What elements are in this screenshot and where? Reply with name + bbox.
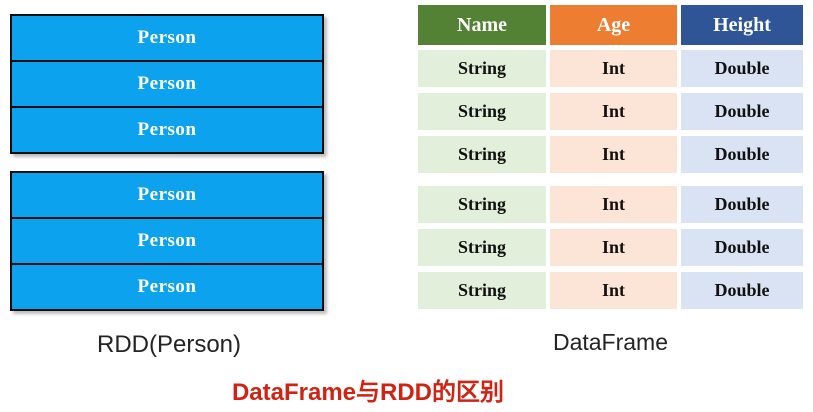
rdd-person-box: Person [10, 217, 324, 265]
cell-name-type: String [418, 229, 546, 266]
cell-age-type: Int [550, 136, 677, 173]
column-header-height: Height [681, 5, 803, 45]
cell-age-type: Int [550, 186, 677, 223]
column-header-name: Name [418, 5, 546, 45]
cell-height-type: Double [681, 272, 803, 309]
cell-name-type: String [418, 186, 546, 223]
table-row: String Int Double [418, 136, 803, 173]
rdd-partition-group-1: Person Person Person [10, 14, 324, 154]
table-row: String Int Double [418, 186, 803, 223]
table-header-row: Name Age Height [418, 5, 803, 45]
cell-age-type: Int [550, 272, 677, 309]
cell-name-type: String [418, 93, 546, 130]
table-row: String Int Double [418, 93, 803, 130]
dataframe-table: Name Age Height String Int Double String… [418, 5, 803, 315]
cell-height-type: Double [681, 136, 803, 173]
cell-name-type: String [418, 136, 546, 173]
table-row: String Int Double [418, 272, 803, 309]
dataframe-label: DataFrame [552, 329, 669, 355]
cell-name-type: String [418, 272, 546, 309]
table-row: String Int Double [418, 50, 803, 87]
cell-age-type: Int [550, 229, 677, 266]
rdd-partition-group-2: Person Person Person [10, 171, 324, 311]
cell-age-type: Int [550, 50, 677, 87]
diagram-caption: DataFrame与RDD的区别 [231, 379, 505, 406]
cell-height-type: Double [681, 93, 803, 130]
cell-height-type: Double [681, 50, 803, 87]
cell-name-type: String [418, 50, 546, 87]
cell-height-type: Double [681, 229, 803, 266]
rdd-label: RDD(Person) [96, 331, 242, 358]
table-row: String Int Double [418, 229, 803, 266]
rdd-person-box: Person [10, 60, 324, 108]
rdd-person-box: Person [10, 171, 324, 219]
rdd-person-box: Person [10, 14, 324, 62]
cell-height-type: Double [681, 186, 803, 223]
rdd-person-box: Person [10, 263, 324, 311]
rdd-person-box: Person [10, 106, 324, 154]
column-header-age: Age [550, 5, 677, 45]
cell-age-type: Int [550, 93, 677, 130]
